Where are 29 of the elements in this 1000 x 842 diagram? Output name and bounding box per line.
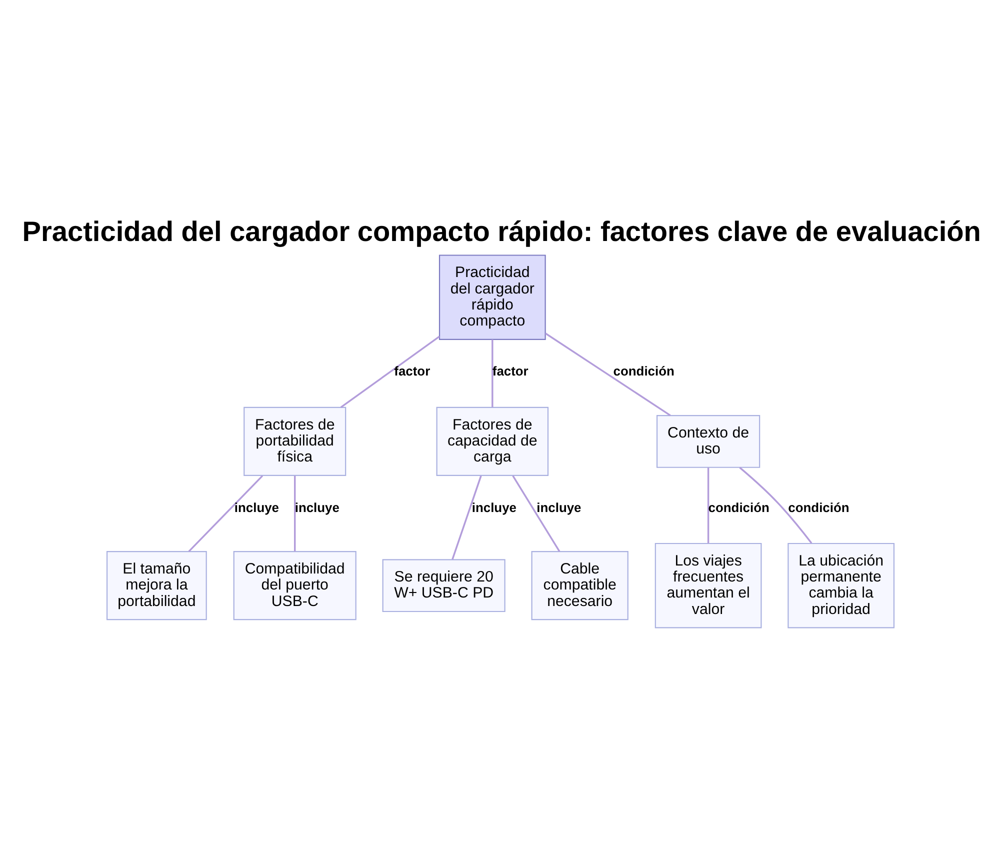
edge-label: incluye bbox=[234, 499, 278, 514]
node-box: Practicidad del cargador rápido compacto bbox=[438, 254, 546, 340]
edge-label: factor bbox=[492, 363, 528, 378]
connector bbox=[738, 466, 812, 544]
connector bbox=[451, 475, 482, 560]
diagram-title: Practicidad del cargador compacto rápido: factores clave de evaluación bbox=[22, 216, 980, 247]
node-box: Factores de portabilidad física bbox=[243, 406, 346, 476]
connector bbox=[512, 474, 560, 552]
edge-label: incluye bbox=[471, 499, 516, 514]
edge-label: condición bbox=[708, 499, 769, 514]
connector bbox=[294, 475, 296, 551]
connector bbox=[340, 335, 440, 408]
edge-label: condición bbox=[612, 363, 674, 378]
connector bbox=[544, 332, 670, 416]
edge-label: incluye bbox=[536, 499, 581, 514]
connector bbox=[188, 474, 263, 552]
node-box: Compatibilidad del puerto USB-C bbox=[232, 550, 356, 620]
node-box: Contexto de uso bbox=[656, 414, 760, 468]
node-box: La ubicación permanente cambia la prioridad bbox=[787, 542, 894, 628]
node-box: Factores de capacidad de carga bbox=[436, 406, 548, 476]
node-box: El tamaño mejora la portabilidad bbox=[106, 550, 206, 620]
edge-label: factor bbox=[394, 363, 430, 378]
node-box: Se requiere 20 W+ USB-C PD bbox=[382, 558, 505, 612]
node-box: Los viajes frecuentes aumentan el valor bbox=[654, 542, 762, 628]
edge-label: incluye bbox=[294, 499, 339, 514]
connector bbox=[491, 339, 493, 407]
edge-label: condición bbox=[788, 499, 849, 514]
connector bbox=[706, 467, 709, 543]
node-box: Cable compatible necesario bbox=[530, 550, 628, 620]
